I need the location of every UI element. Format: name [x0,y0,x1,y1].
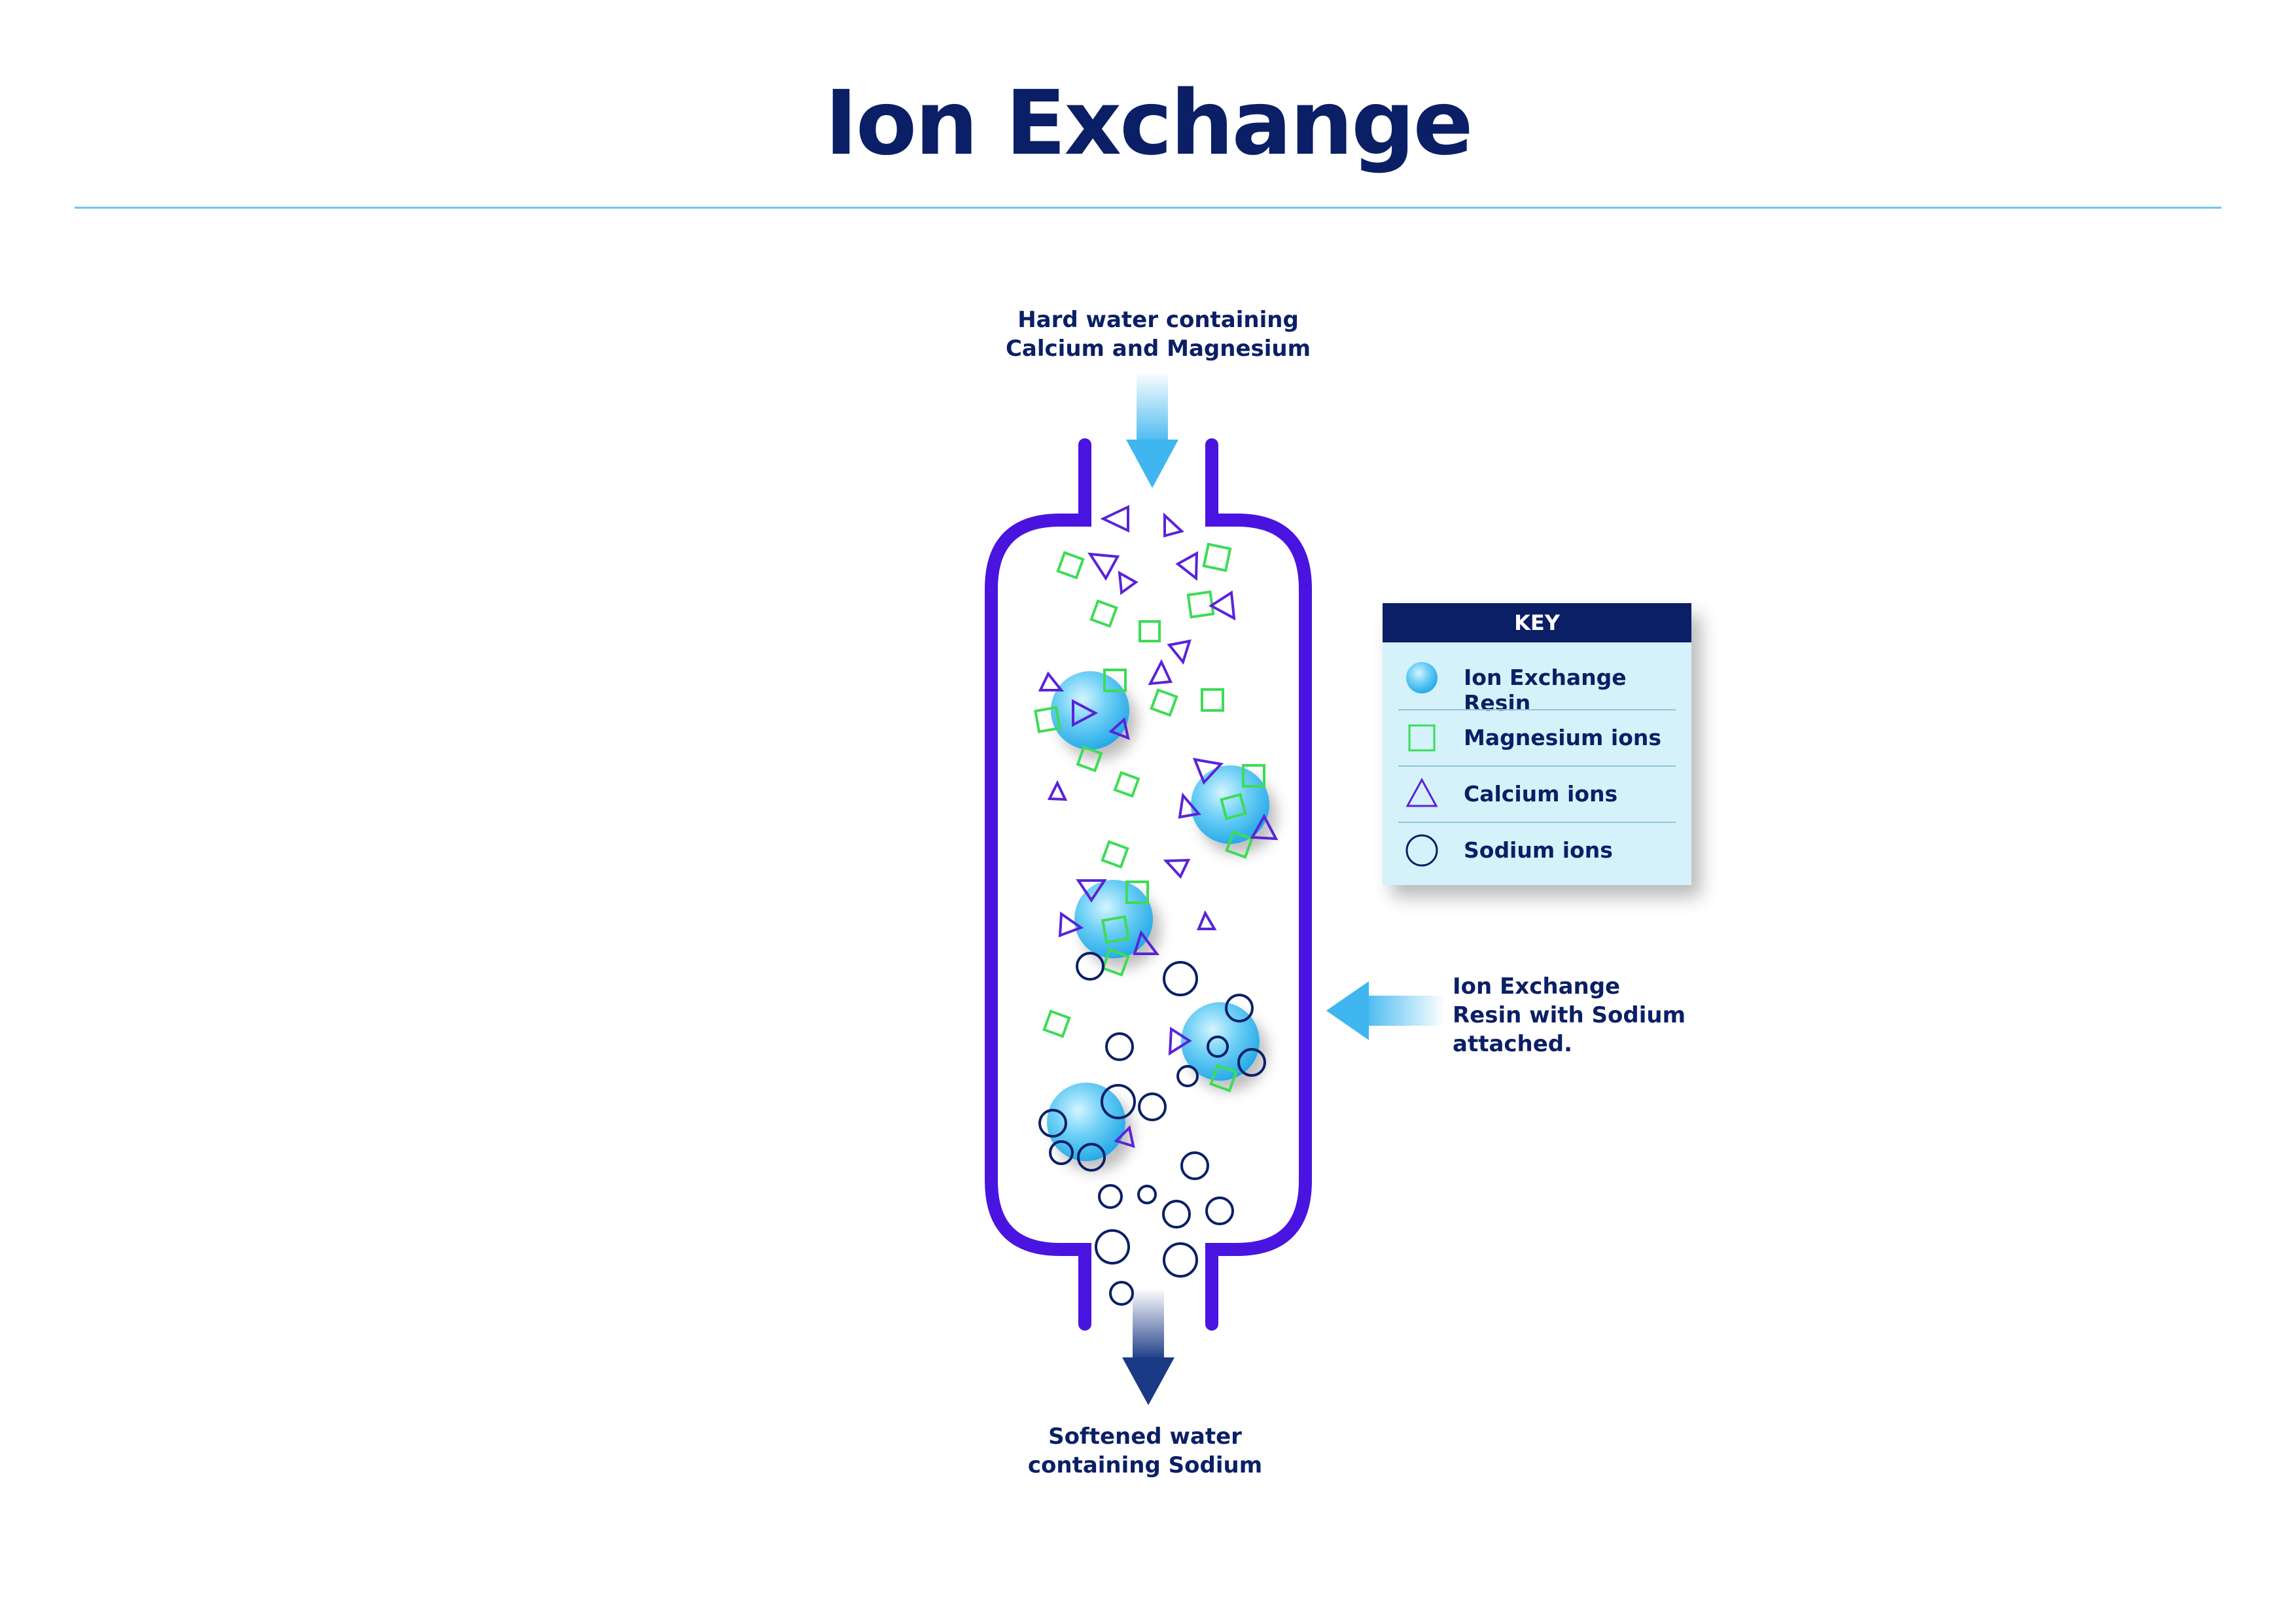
resin-label-line1: Ion Exchange [1453,973,1621,1000]
outflow-arrow [1122,1289,1174,1405]
legend-separator [1398,765,1676,767]
legend-separator [1398,709,1676,710]
legend-separator [1398,822,1676,823]
title-divider [75,207,2221,209]
legend-item-magnesium: Magnesium ions [1398,710,1676,767]
resin-pointer-arrow [1326,981,1445,1040]
resin-label: Ion Exchange Resin with Sodium attached. [1453,972,1714,1058]
inflow-arrow [1126,372,1178,488]
magnesium-ions [1034,542,1265,1092]
circle-icon [1405,834,1438,867]
outlet-label-line2: containing Sodium [1027,1452,1263,1478]
legend-item-label: Magnesium ions [1464,725,1662,750]
page-title: Ion Exchange [824,72,1473,175]
resin-label-line3: attached. [1453,1031,1573,1057]
resin-label-line2: Resin with Sodium [1453,1002,1686,1028]
resin-bead [1047,1083,1125,1161]
outlet-label-line1: Softened water [1048,1423,1242,1450]
inlet-label: Hard water containing Calcium and Magnes… [955,305,1361,363]
inlet-label-line1: Hard water containing [1017,307,1299,333]
resin-beads [1047,671,1269,1161]
inlet-label-line2: Calcium and Magnesium [1005,336,1311,362]
ion-exchange-vessel [985,438,1312,1331]
legend-item-label: Ion Exchange Resin [1464,665,1627,716]
legend-item-resin: Ion Exchange Resin [1398,650,1676,716]
calcium-ions [1038,504,1279,1148]
sodium-ions [1038,952,1266,1306]
legend-heading: KEY [1383,603,1691,642]
legend-item-sodium: Sodium ions [1398,823,1676,879]
square-icon [1408,724,1436,752]
legend-item-label: Sodium ions [1464,837,1613,863]
legend-key: KEY Ion Exchange Resin Magnesium ions Ca… [1383,603,1691,885]
triangle-icon [1405,777,1438,807]
outlet-label: Softened water containing Sodium [955,1422,1335,1480]
legend-item-label: Calcium ions [1464,781,1618,807]
legend-item-calcium: Calcium ions [1398,767,1676,823]
resin-bead-icon [1406,662,1438,693]
